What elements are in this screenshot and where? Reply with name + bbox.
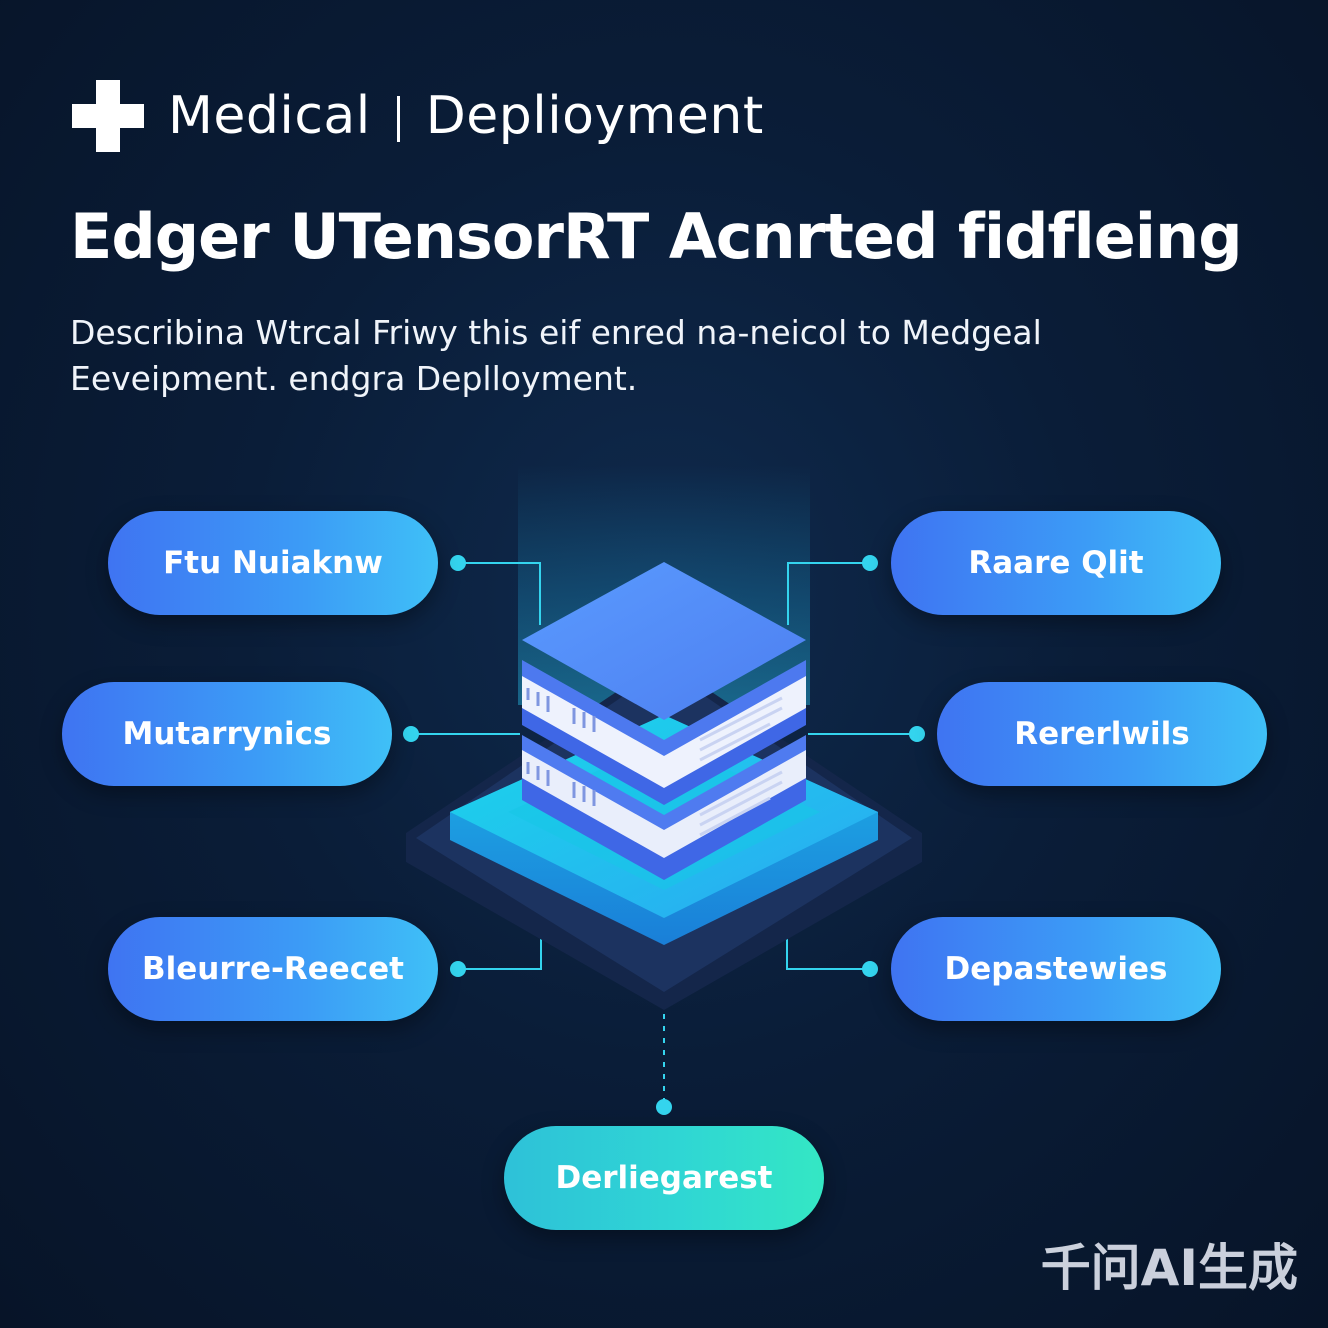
connector-top-right bbox=[787, 562, 870, 625]
node-mid-right[interactable]: Rererlwils bbox=[937, 682, 1267, 786]
connector-top-left bbox=[458, 562, 541, 625]
node-low-right[interactable]: Depastewies bbox=[891, 917, 1221, 1021]
brand-primary: Medical bbox=[168, 86, 371, 146]
node-top-left[interactable]: Ftu Nuiaknw bbox=[108, 511, 438, 615]
node-mid-right-label: Rererlwils bbox=[1014, 716, 1190, 752]
node-top-right-label: Raare Qlit bbox=[968, 545, 1144, 581]
brand-divider bbox=[396, 96, 400, 142]
node-bottom[interactable]: Derliegarest bbox=[504, 1126, 824, 1230]
page-subtitle: Describina Wtrcal Friwy this eif enred n… bbox=[70, 313, 1042, 398]
node-top-left-label: Ftu Nuiaknw bbox=[163, 545, 383, 581]
server-stack-icon bbox=[522, 562, 806, 880]
medical-cross-icon bbox=[70, 78, 146, 154]
watermark: 千问AI生成 bbox=[1040, 1239, 1298, 1297]
brand-title: Medical Deplioyment bbox=[168, 86, 764, 146]
node-bottom-label: Derliegarest bbox=[555, 1160, 773, 1196]
header: Medical Deplioyment bbox=[70, 78, 764, 154]
node-low-right-label: Depastewies bbox=[944, 951, 1168, 987]
node-mid-left-label: Mutarrynics bbox=[122, 716, 332, 752]
node-mid-left[interactable]: Mutarrynics bbox=[62, 682, 392, 786]
node-top-right[interactable]: Raare Qlit bbox=[891, 511, 1221, 615]
node-low-left[interactable]: Bleurre-Reecet bbox=[108, 917, 438, 1021]
brand-secondary: Deplioyment bbox=[425, 86, 764, 146]
page-headline: Edger UTensorRT Acnrted fidfleing bbox=[70, 200, 1243, 273]
node-low-left-label: Bleurre-Reecet bbox=[142, 951, 404, 987]
